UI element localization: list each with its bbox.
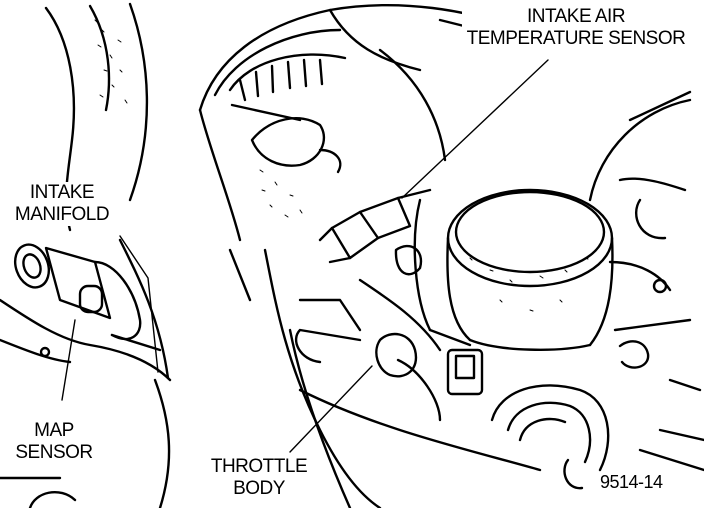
figure-number: 9514-14 [600, 472, 663, 492]
stipple-shading [94, 19, 128, 104]
leader-iat [401, 59, 549, 199]
leader-lines [61, 59, 549, 453]
label-intake-manifold: INTAKE MANIFOLD [4, 182, 120, 226]
throttle-stipple [469, 257, 589, 312]
plenum-stipple [259, 169, 303, 218]
leader-intake-manifold [119, 235, 159, 373]
leader-map-sensor [61, 319, 76, 401]
label-map-sensor: MAP SENSOR [6, 420, 102, 464]
label-throttle-body: THROTTLE BODY [204, 456, 314, 500]
leader-throttle-body [289, 365, 373, 453]
label-intake-air-temperature-sensor: INTAKE AIR TEMPERATURE SENSOR [462, 6, 690, 50]
plenum-drawing [198, 4, 522, 242]
map-sensor-drawing [13, 243, 162, 352]
throttle-body-drawing [294, 90, 704, 490]
iat-sensor-drawing [318, 188, 432, 264]
lower-manifold-drawing [228, 248, 542, 508]
